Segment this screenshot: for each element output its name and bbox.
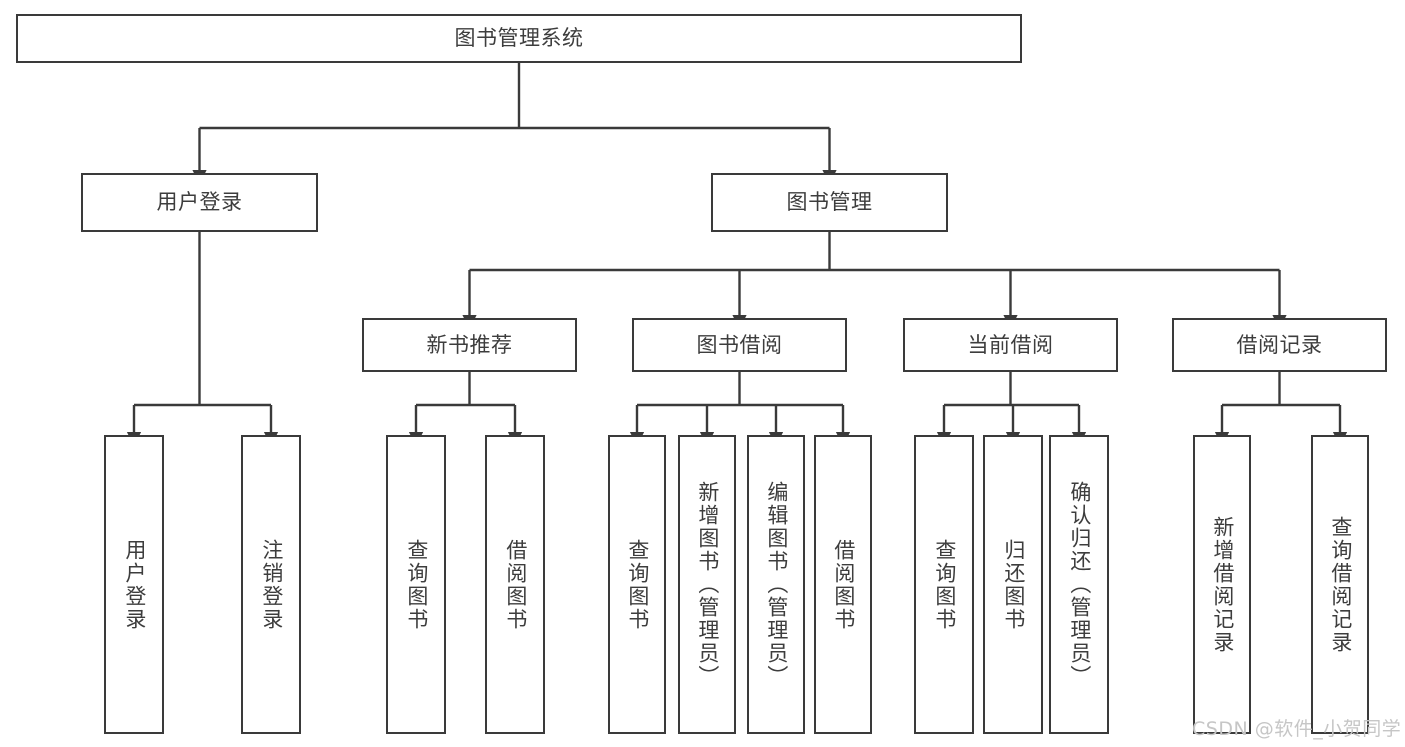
node-leaf-query-book-1[interactable]: 查询图书	[386, 435, 446, 734]
node-label-book-manage: 图书管理	[786, 190, 873, 215]
node-leaf-edit-book[interactable]: 编辑图书（管理员）	[747, 435, 805, 734]
node-label-current-borrow: 当前借阅	[967, 332, 1054, 357]
node-borrow-record[interactable]: 借阅记录	[1172, 318, 1387, 372]
node-new-book-recommend[interactable]: 新书推荐	[362, 318, 577, 372]
node-label-leaf-borrow-book-2: 借阅图书	[831, 538, 856, 631]
node-leaf-query-book-2[interactable]: 查询图书	[608, 435, 666, 734]
node-label-leaf-query-book-3: 查询图书	[932, 538, 957, 631]
node-label-leaf-add-book: 新增图书（管理员）	[695, 481, 720, 688]
node-label-leaf-add-borrow-record: 新增借阅记录	[1210, 515, 1235, 654]
node-label-leaf-edit-book: 编辑图书（管理员）	[764, 481, 789, 688]
node-leaf-user-login[interactable]: 用户登录	[104, 435, 164, 734]
node-label-leaf-return-book: 归还图书	[1001, 538, 1026, 631]
node-leaf-confirm-return[interactable]: 确认归还（管理员）	[1049, 435, 1109, 734]
node-book-borrow[interactable]: 图书借阅	[632, 318, 847, 372]
node-user-login[interactable]: 用户登录	[81, 173, 318, 232]
node-leaf-query-book-3[interactable]: 查询图书	[914, 435, 974, 734]
node-label-leaf-user-logout: 注销登录	[259, 538, 284, 631]
csdn-watermark: CSDN @软件_小贺同学	[1192, 718, 1402, 740]
node-label-leaf-user-login: 用户登录	[122, 538, 147, 631]
edge-group	[126, 63, 1348, 447]
node-leaf-borrow-book-2[interactable]: 借阅图书	[814, 435, 872, 734]
node-book-manage[interactable]: 图书管理	[711, 173, 948, 232]
node-leaf-user-logout[interactable]: 注销登录	[241, 435, 301, 734]
node-label-new-book-recommend: 新书推荐	[426, 332, 513, 357]
node-label-leaf-query-book-1: 查询图书	[404, 538, 429, 631]
node-label-leaf-borrow-book-1: 借阅图书	[503, 538, 528, 631]
node-root[interactable]: 图书管理系统	[16, 14, 1022, 63]
node-label-borrow-record: 借阅记录	[1236, 332, 1323, 357]
node-leaf-borrow-book-1[interactable]: 借阅图书	[485, 435, 545, 734]
node-label-user-login: 用户登录	[156, 190, 243, 215]
node-label-leaf-query-borrow-record: 查询借阅记录	[1328, 515, 1353, 654]
node-label-leaf-query-book-2: 查询图书	[625, 538, 650, 631]
node-leaf-add-borrow-record[interactable]: 新增借阅记录	[1193, 435, 1251, 734]
node-leaf-query-borrow-record[interactable]: 查询借阅记录	[1311, 435, 1369, 734]
node-label-leaf-confirm-return: 确认归还（管理员）	[1067, 481, 1092, 688]
node-leaf-add-book[interactable]: 新增图书（管理员）	[678, 435, 736, 734]
node-leaf-return-book[interactable]: 归还图书	[983, 435, 1043, 734]
node-label-root: 图书管理系统	[454, 26, 584, 51]
node-current-borrow[interactable]: 当前借阅	[903, 318, 1118, 372]
node-label-book-borrow: 图书借阅	[696, 332, 783, 357]
